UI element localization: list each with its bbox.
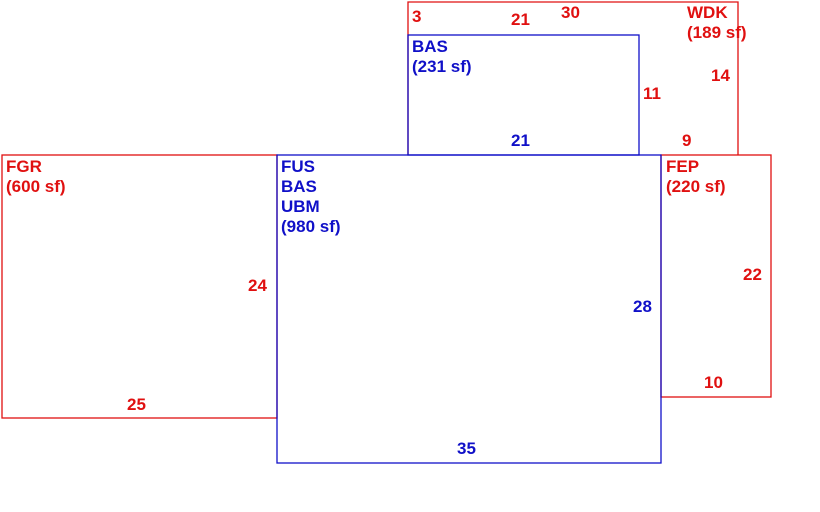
fep-area-label: (220 sf) <box>666 177 726 196</box>
wdk-inner-right-dimension: 11 <box>643 84 661 103</box>
main-house-outline <box>276 154 662 464</box>
fgr-code-label: FGR <box>6 157 42 176</box>
fep-bottom-dimension: 10 <box>704 373 723 392</box>
wdk-inner-top-dimension: 21 <box>511 10 530 29</box>
wdk-bottom-dimension: 9 <box>682 131 692 150</box>
bas-top-code-label: BAS <box>412 37 448 56</box>
bas-top-bottom-dimension: 21 <box>511 131 530 150</box>
bas-top-area-label: (231 sf) <box>412 57 472 76</box>
wdk-area-label: (189 sf) <box>687 23 747 42</box>
fgr-bottom-dimension: 25 <box>127 395 146 414</box>
fep-code-label: FEP <box>666 157 700 176</box>
main-right-dimension: 28 <box>633 297 652 316</box>
wdk-code-label: WDK <box>687 3 728 22</box>
main-code3-label: UBM <box>281 197 320 216</box>
fgr-area-label: (600 sf) <box>6 177 66 196</box>
main-area-label: (980 sf) <box>281 217 341 236</box>
main-code1-label: FUS <box>281 157 315 176</box>
wdk-top-dimension: 30 <box>561 3 580 22</box>
fep-right-dimension: 22 <box>743 265 762 284</box>
wdk-left-offset-dimension: 3 <box>412 7 422 26</box>
fgr-right-dimension: 24 <box>248 276 267 295</box>
wdk-right-dimension: 14 <box>711 66 730 85</box>
main-code2-label: BAS <box>281 177 317 196</box>
main-bottom-dimension: 35 <box>457 439 476 458</box>
